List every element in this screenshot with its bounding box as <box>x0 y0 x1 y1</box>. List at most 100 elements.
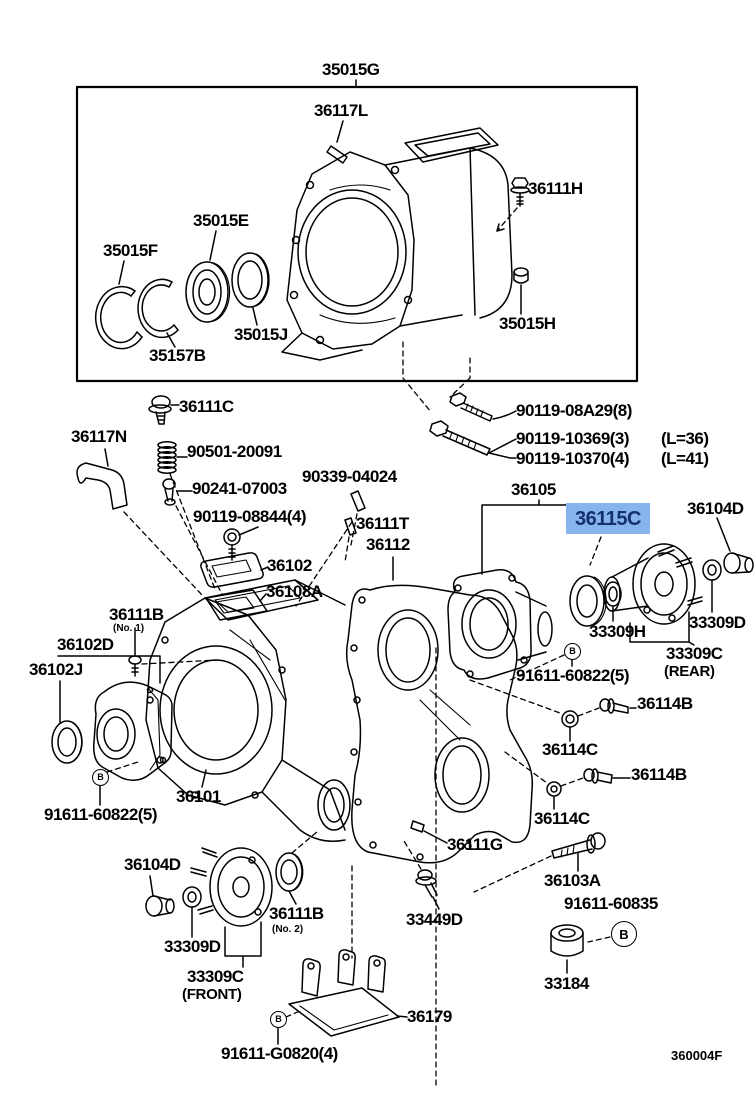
bolt-36111B-no1-drawing <box>128 627 219 677</box>
ring-33309D-front-drawing <box>182 886 202 938</box>
part-label-36111h: 36111H <box>528 179 583 198</box>
part-label-90119-08844: 90119-08844(4) <box>193 507 307 526</box>
part-label-35015e: 35015E <box>193 211 249 230</box>
part-label-33309c-front: 33309C <box>187 967 244 986</box>
grommet-33184-drawing <box>550 924 611 974</box>
part-label-36112: 36112 <box>366 535 410 554</box>
part-label-36101: 36101 <box>176 787 221 806</box>
part-label-33309d-rear: 33309D <box>689 613 746 632</box>
circled-b-marker-left: B <box>92 769 109 786</box>
construction-lines <box>351 647 437 1086</box>
diagram-code: 360004F <box>671 1048 723 1063</box>
plug-35015H-drawing <box>513 267 529 315</box>
plug-36104D-front-drawing <box>145 875 175 917</box>
note-no2: (No. 2) <box>272 924 304 935</box>
part-label-90119-10370: 90119-10370(4) <box>516 449 630 468</box>
seal-ring-33309H-drawing <box>604 581 622 622</box>
plug-36104D-rear-drawing <box>716 517 754 574</box>
breather-tube-36117N-drawing <box>76 448 204 597</box>
bolt-36111H-drawing <box>496 177 530 232</box>
part-label-36104d-front: 36104D <box>124 855 181 874</box>
part-label-91611-60822-rear: 91611-60822(5) <box>516 666 630 685</box>
part-label-35015j: 35015J <box>234 325 288 344</box>
rear-flange-33309C-drawing <box>603 543 703 646</box>
housing-to-bolt-leaders <box>402 341 471 413</box>
part-label-36117n: 36117N <box>71 427 127 446</box>
front-flange-33309C-drawing <box>190 847 273 968</box>
bolt-91611-left-leaders <box>99 761 139 806</box>
part-label-36117l: 36117L <box>314 101 368 120</box>
ring-35157B-drawing <box>137 278 179 348</box>
part-label-36114b-1: 36114B <box>637 694 693 713</box>
note-no1: (No. 1) <box>113 623 145 634</box>
pin-36111G-drawing <box>410 820 448 844</box>
part-label-36111t: 36111T <box>356 514 409 533</box>
seal-35015J-drawing <box>231 252 270 326</box>
snap-ring-35015F-drawing <box>94 260 143 350</box>
part-label-35015g: 35015G <box>322 60 380 79</box>
part-label-36114c-2: 36114C <box>534 809 590 828</box>
bolt-33449D-drawing <box>403 840 440 910</box>
part-label-91611-60835: 91611-60835 <box>564 894 658 913</box>
part-label-36105: 36105 <box>511 480 556 499</box>
part-label-90339-04024: 90339-04024 <box>302 467 397 486</box>
part-label-36111b-no2: 36111B <box>269 904 324 923</box>
part-label-91611-60822-left: 91611-60822(5) <box>44 805 158 824</box>
length-note-l41: (L=41) <box>661 449 709 468</box>
part-label-35015h: 35015H <box>499 314 556 333</box>
circled-b-marker-60835: B <box>611 921 637 947</box>
plate-36102-drawing <box>200 552 269 588</box>
oil-seal-36115C-drawing <box>569 536 607 627</box>
bolt-90119-08A29-drawing <box>449 392 517 422</box>
part-label-36104d-rear: 36104D <box>687 499 744 518</box>
part-label-36102d: 36102D <box>57 635 114 654</box>
pin-36111T-drawing <box>344 517 357 563</box>
circled-b-marker-bracket: B <box>270 1011 287 1028</box>
part-label-36179: 36179 <box>407 1007 452 1026</box>
bolt-90119-08844-drawing <box>223 526 259 561</box>
circled-b-marker-rear: B <box>564 643 581 660</box>
pin-90339-drawing <box>350 490 366 546</box>
part-label-91611-g0820: 91611-G0820(4) <box>221 1044 338 1063</box>
part-label-33309d-front: 33309D <box>164 937 221 956</box>
part-label-33449d: 33449D <box>406 910 463 929</box>
part-label-90119-08a29: 90119-08A29(8) <box>516 401 632 420</box>
part-label-36103a: 36103A <box>544 871 601 890</box>
spring-90501-drawing <box>157 441 216 590</box>
input-retainer-36102D-drawing <box>57 655 173 781</box>
bolt-36114-set1-drawing <box>469 679 637 742</box>
pin-36117L-drawing <box>326 120 348 164</box>
part-label-36115c-highlighted[interactable]: 36115C <box>566 503 650 534</box>
bearing-35015E-drawing <box>185 230 231 323</box>
part-label-33309h: 33309H <box>589 622 646 641</box>
part-label-36111c: 36111C <box>179 397 234 416</box>
inset-box <box>75 79 639 383</box>
seal-36102J-drawing <box>51 680 83 764</box>
valve-90241-drawing <box>162 478 223 595</box>
part-label-36102j: 36102J <box>29 660 83 679</box>
bolt-36111C-drawing <box>148 395 180 425</box>
part-label-90119-10369: 90119-10369(3) <box>516 429 630 448</box>
part-label-90241-07003: 90241-07003 <box>192 479 287 498</box>
extension-housing-drawing <box>281 127 513 361</box>
ring-33309D-rear-drawing <box>702 559 722 613</box>
rear-retainer-36105-drawing <box>447 499 602 680</box>
part-label-35157b: 35157B <box>149 346 206 365</box>
part-label-36114b-2: 36114B <box>631 765 687 784</box>
note-front: (FRONT) <box>182 986 242 1003</box>
part-label-33184: 33184 <box>544 974 589 993</box>
part-label-36108a: 36108A <box>266 582 323 601</box>
part-label-36102: 36102 <box>267 556 312 575</box>
bearing-36111B-no2-drawing <box>275 830 319 905</box>
part-label-36111b-no1: 36111B <box>109 605 164 624</box>
bolt-90119-10369-drawing <box>429 420 517 459</box>
part-label-36111g: 36111G <box>447 835 503 854</box>
length-note-l36: (L=36) <box>661 429 709 448</box>
chain-cover-36112-drawing <box>345 556 534 864</box>
note-rear: (REAR) <box>664 663 715 680</box>
bolt-36114-set2-drawing <box>504 751 631 810</box>
bracket-36179-drawing <box>277 949 408 1045</box>
part-label-33309c-rear: 33309C <box>666 644 723 663</box>
